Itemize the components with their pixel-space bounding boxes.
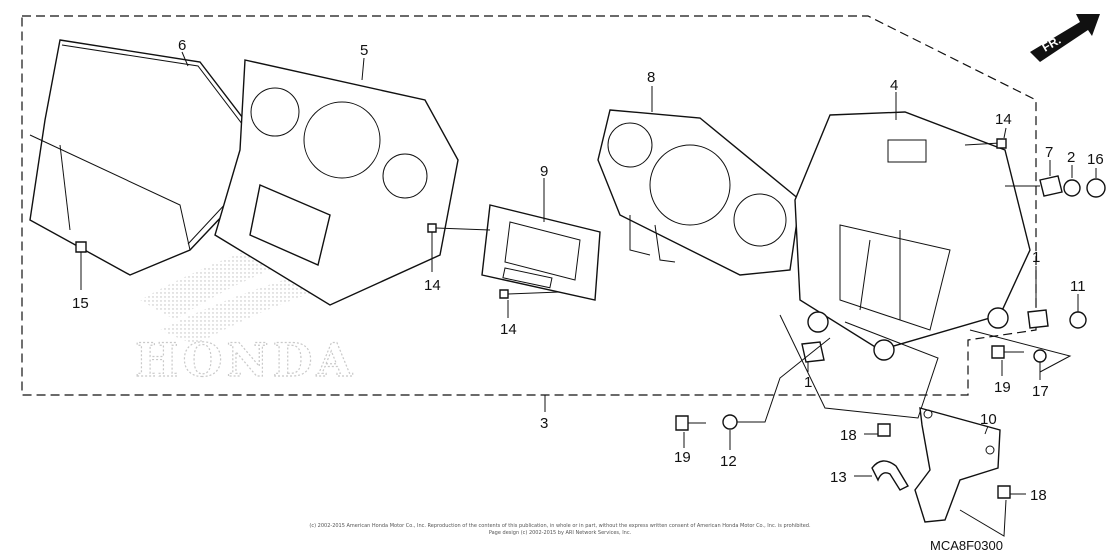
copyright-line-1: (c) 2002-2015 American Honda Motor Co., …	[309, 523, 811, 529]
callout-16: 16	[1087, 151, 1104, 168]
bolt-19-lower	[675, 415, 706, 448]
front-direction-arrow: FR.	[1030, 14, 1100, 62]
callout-18-lower: 18	[1030, 487, 1047, 504]
bolt-18-upper	[864, 423, 891, 437]
washer-17	[969, 329, 1072, 380]
part-5-meter-panel	[214, 57, 459, 306]
screw-15	[75, 241, 87, 290]
callout-7: 7	[1045, 144, 1053, 161]
clamp-13	[854, 460, 909, 491]
callout-1-right: 1	[1032, 249, 1040, 266]
callout-15: 15	[72, 295, 89, 312]
callout-9: 9	[540, 163, 548, 180]
drawing-code: MCA8F0300	[930, 538, 1003, 553]
copyright-line-2: Page design (c) 2002-2015 by ARI Network…	[489, 530, 632, 536]
grommet-7	[1005, 160, 1063, 197]
callout-11: 11	[1070, 278, 1086, 295]
callout-2: 2	[1067, 149, 1075, 166]
callout-6: 6	[178, 37, 186, 54]
callout-18-upper: 18	[840, 427, 857, 444]
callout-14-upper: 14	[995, 111, 1012, 128]
callout-5: 5	[360, 42, 368, 59]
screw-14-upper	[964, 127, 1007, 149]
callout-14-lower: 14	[500, 321, 517, 338]
callout-12: 12	[720, 453, 737, 470]
washer-12	[722, 337, 831, 450]
callouts: 6 5 8 4 9 14 7 2 16 14 14 15 1 11 1 19 1…	[72, 37, 1104, 504]
callout-19-lower: 19	[674, 449, 691, 466]
nut-16	[1086, 168, 1106, 198]
callout-17: 17	[1032, 383, 1049, 400]
assembly-outline	[21, 15, 1037, 396]
callout-3: 3	[540, 415, 548, 432]
bracket-10	[914, 407, 1001, 523]
bolt-18-lower	[959, 485, 1026, 537]
hardware	[75, 127, 1106, 537]
callout-13: 13	[830, 469, 847, 486]
callout-10: 10	[980, 411, 997, 428]
screw-14-left	[427, 223, 491, 272]
watermark-text: HONDA	[135, 333, 356, 387]
callout-1-middle: 1	[804, 374, 812, 391]
part-9-lcd-unit	[481, 178, 601, 301]
part-6-meter-lens	[29, 39, 276, 276]
nut-11	[1069, 294, 1087, 329]
callout-14-left: 14	[424, 277, 441, 294]
callout-19-right: 19	[994, 379, 1011, 396]
callout-8: 8	[647, 69, 655, 86]
bolt-19-right	[991, 345, 1024, 376]
screw-14-lower	[499, 289, 561, 318]
callout-4: 4	[890, 77, 898, 94]
grommet-1-right	[1027, 266, 1049, 329]
part-8-meter-board	[597, 86, 801, 276]
washer-2	[1063, 165, 1081, 197]
part-4-meter-case	[794, 92, 1031, 361]
